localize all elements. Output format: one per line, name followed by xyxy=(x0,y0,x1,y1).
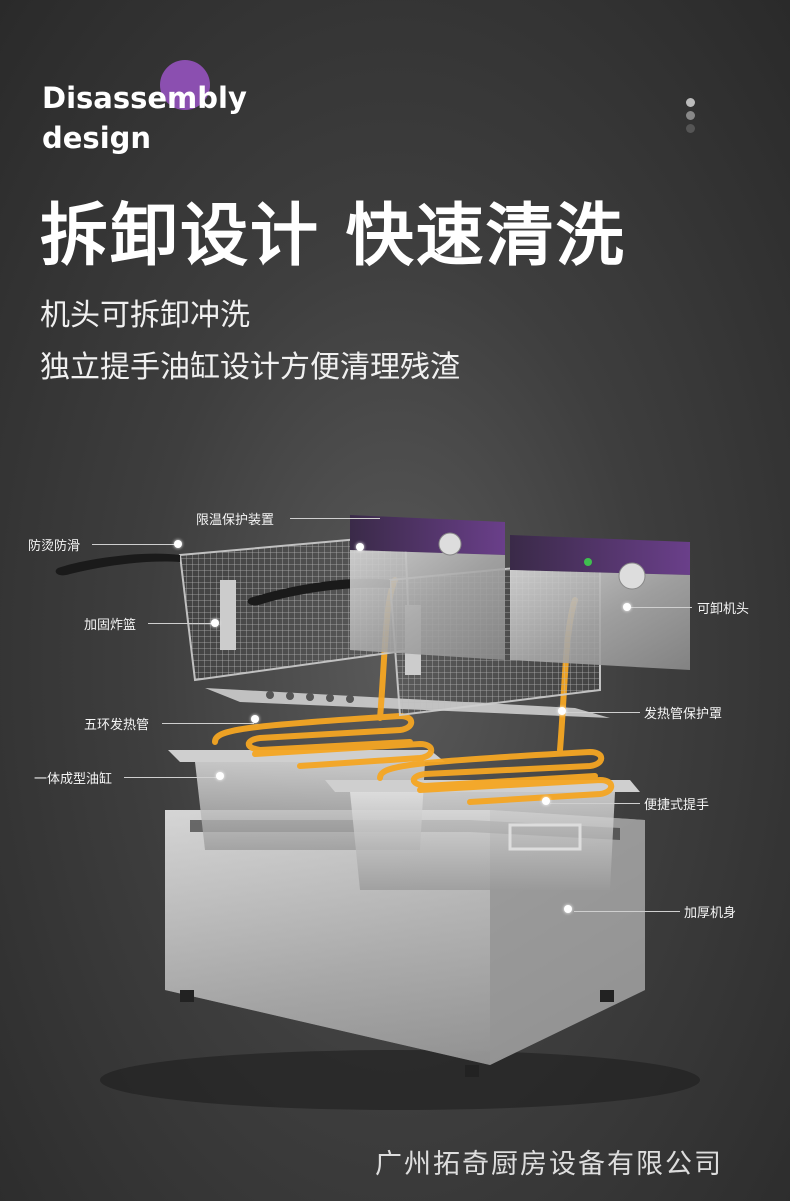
pin-marker xyxy=(174,540,182,548)
fryer-illustration xyxy=(55,515,700,1110)
english-title-line2: design xyxy=(42,121,152,155)
label-anti-scald: 防烫防滑 xyxy=(28,539,81,554)
dot-icon xyxy=(686,124,695,133)
pin-marker xyxy=(211,619,219,627)
label-body: 加厚机身 xyxy=(684,906,737,921)
label-handle: 便捷式提手 xyxy=(644,798,710,813)
label-heating-tube: 五环发热管 xyxy=(84,718,150,733)
dot-icon xyxy=(686,111,695,120)
leader-line xyxy=(124,777,218,778)
control-head-left xyxy=(350,515,505,660)
pin-marker xyxy=(558,707,566,715)
pin-marker xyxy=(216,772,224,780)
subtitle-1: 机头可拆卸冲洗 xyxy=(40,298,250,333)
label-temp-protect: 限温保护装置 xyxy=(196,513,275,528)
guard-holes xyxy=(266,691,354,703)
control-head-right xyxy=(510,535,690,670)
pin-marker xyxy=(564,905,572,913)
pagination-dots xyxy=(686,98,696,137)
purple-accent-dot xyxy=(160,60,210,110)
leader-line xyxy=(92,544,178,545)
label-oil-tank: 一体成型油缸 xyxy=(34,772,113,787)
pin-marker xyxy=(356,543,364,551)
leader-line xyxy=(162,723,254,724)
pin-marker xyxy=(623,603,631,611)
label-basket: 加固炸篮 xyxy=(84,618,137,633)
pin-marker xyxy=(251,715,259,723)
company-name: 广州拓奇厨房设备有限公司 xyxy=(375,1149,723,1180)
label-removable-head: 可卸机头 xyxy=(697,602,750,617)
pin-marker xyxy=(542,797,550,805)
english-title: Disassembly design xyxy=(42,78,247,158)
headline: 拆卸设计 快速清洗 xyxy=(40,197,626,276)
english-title-line1: Disassembly xyxy=(42,81,247,115)
floor-shadow xyxy=(100,1050,700,1110)
leader-line xyxy=(148,623,214,624)
oil-tank-right xyxy=(325,780,640,890)
leader-line xyxy=(566,712,640,713)
label-tube-guard: 发热管保护罩 xyxy=(644,707,723,722)
leader-line xyxy=(550,803,640,804)
dot-icon xyxy=(686,98,695,107)
subtitle-2: 独立提手油缸设计方便清理残渣 xyxy=(40,350,460,385)
leader-line xyxy=(290,518,380,519)
leader-line xyxy=(574,911,680,912)
leader-line xyxy=(630,607,692,608)
